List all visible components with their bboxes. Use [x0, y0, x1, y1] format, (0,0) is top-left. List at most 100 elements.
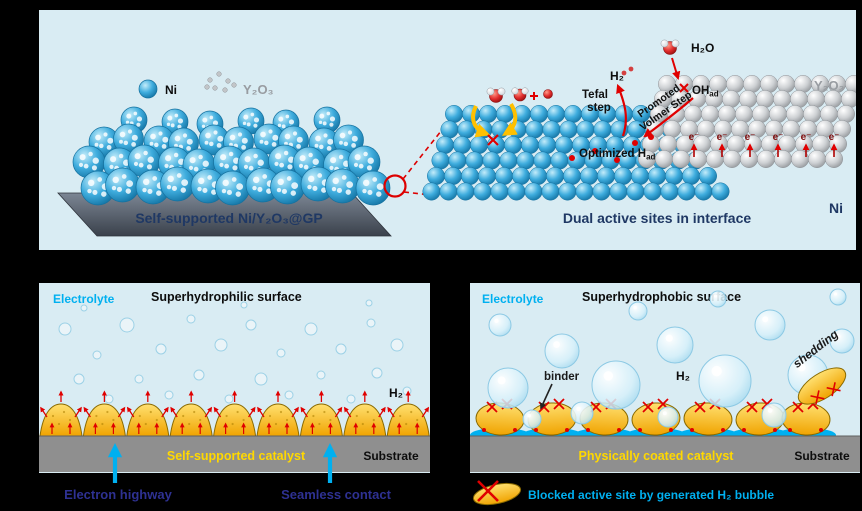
- y2o3-legend-dot: [204, 84, 210, 90]
- y2o3-atom: [782, 120, 800, 138]
- ni-atom: [665, 167, 683, 185]
- h2-microbubble: [80, 304, 88, 312]
- ni-atom: [495, 167, 513, 185]
- substrate: [39, 436, 430, 472]
- ni-atom: [453, 136, 471, 154]
- ni-y2o3-nanoparticle: [270, 169, 305, 205]
- y2o3-speckle: [131, 134, 138, 141]
- hydrogen-atom: [497, 87, 506, 96]
- y2o3-speckle: [351, 135, 358, 142]
- y2o3-slab-label: Y₂O₃: [814, 78, 845, 93]
- catalyst-dome: [213, 403, 257, 437]
- y2o3-speckle: [286, 176, 292, 181]
- y2o3-speckle: [79, 154, 86, 161]
- bubble-highlight: [603, 371, 614, 381]
- h2-microbubble: [240, 301, 248, 309]
- y2o3-speckle: [327, 138, 334, 145]
- y2o3-speckle: [296, 136, 303, 143]
- y2o3-speckle: [222, 179, 229, 187]
- panel-superhydrophobic: Electrolyte Superhydrophobic surface bin…: [470, 283, 860, 506]
- h2-microbubble: [335, 343, 347, 355]
- y2o3-speckle: [242, 121, 247, 126]
- panel-superhydrophilic: Electrolyte Superhydrophilic surface H₂ …: [39, 283, 430, 502]
- y2o3-speckle: [204, 140, 209, 145]
- y2o3-atom: [659, 135, 677, 153]
- y2o3-speckle: [161, 144, 167, 149]
- y2o3-speckle: [376, 191, 382, 197]
- h2-microbubble: [92, 350, 102, 360]
- ni-atom: [547, 105, 565, 123]
- dome-speckle: [57, 422, 61, 426]
- y2o3-speckle: [250, 112, 255, 117]
- ni-atom: [504, 136, 522, 154]
- catalyst-dome: [256, 403, 300, 437]
- catalyst-nanoparticle-cluster: [72, 106, 391, 206]
- y2o3-speckle: [323, 133, 328, 138]
- ohad-label: OHad: [692, 85, 719, 99]
- blocked-x-icon: [553, 398, 565, 410]
- y2o3-speckle: [372, 177, 378, 182]
- y2o3-speckle: [164, 163, 169, 168]
- h2-molecule-dot: [628, 66, 634, 72]
- ni-atom: [456, 182, 475, 201]
- y2o3-speckle: [177, 118, 184, 124]
- y2o3-speckle: [307, 184, 312, 190]
- hydroxyl-dot: [543, 89, 553, 99]
- dome-speckle: [95, 414, 98, 418]
- y2o3-speckle: [322, 121, 327, 126]
- ni-legend-label: Ni: [165, 83, 177, 97]
- catalyst-dome: [169, 403, 213, 437]
- y2o3-speckle: [131, 142, 136, 147]
- y2o3-speckle: [277, 178, 284, 186]
- y2o3-atom: [812, 135, 830, 153]
- ni-atom: [529, 167, 547, 185]
- blocked-site-dot: [482, 428, 486, 432]
- bubble-highlight: [553, 341, 560, 348]
- h2-release-arrow: [387, 406, 395, 418]
- y2o3-speckle: [363, 151, 368, 157]
- h2-bubble: [522, 409, 542, 429]
- electron-label: e⁻: [801, 132, 812, 143]
- h2-bubble: [761, 402, 787, 428]
- h2-bubble: [829, 288, 847, 306]
- y2o3-speckle: [241, 145, 247, 150]
- y2o3-speckle: [253, 123, 258, 128]
- y2o3-speckle: [244, 156, 251, 163]
- y2o3-speckle: [143, 150, 148, 156]
- y2o3-speckle: [308, 152, 313, 158]
- y2o3-speckle: [281, 124, 286, 129]
- y2o3-speckle: [212, 120, 219, 126]
- dome-speckle: [112, 418, 115, 422]
- dome-speckle: [101, 422, 104, 426]
- y2o3-speckle: [291, 182, 299, 190]
- y2o3-speckle: [136, 122, 141, 127]
- blocked-site-dot: [742, 428, 746, 432]
- y2o3-speckle: [166, 122, 171, 127]
- hydrogen-atom: [521, 87, 529, 95]
- y2o3-atom: [672, 150, 690, 168]
- y2o3-speckle: [173, 152, 179, 158]
- y2o3-atom: [803, 105, 821, 123]
- surface-title: Superhydrophilic surface: [151, 290, 302, 304]
- hydrogen-atom: [486, 87, 495, 96]
- y2o3-legend-dot: [216, 71, 222, 77]
- y2o3-speckle: [111, 185, 117, 191]
- ni-atom: [648, 167, 666, 185]
- surface-title: Superhydrophobic surface: [582, 290, 741, 304]
- water-molecule: [486, 87, 506, 103]
- y2o3-speckle: [136, 116, 143, 122]
- h2-release-arrow: [83, 406, 91, 418]
- y2o3-speckle: [243, 114, 249, 120]
- ni-atom: [609, 182, 628, 201]
- y2o3-speckle: [119, 131, 126, 138]
- y2o3-speckle: [126, 180, 134, 188]
- h2-microbubble: [371, 367, 383, 379]
- y2o3-speckle: [259, 139, 264, 144]
- y2o3-speckle: [125, 188, 131, 194]
- y2o3-speckle: [326, 111, 331, 116]
- y2o3-speckle: [257, 159, 264, 166]
- y2o3-atom: [760, 75, 778, 93]
- y2o3-atom: [820, 105, 838, 123]
- h2-microbubble: [214, 338, 228, 352]
- y2o3-speckle: [241, 137, 248, 144]
